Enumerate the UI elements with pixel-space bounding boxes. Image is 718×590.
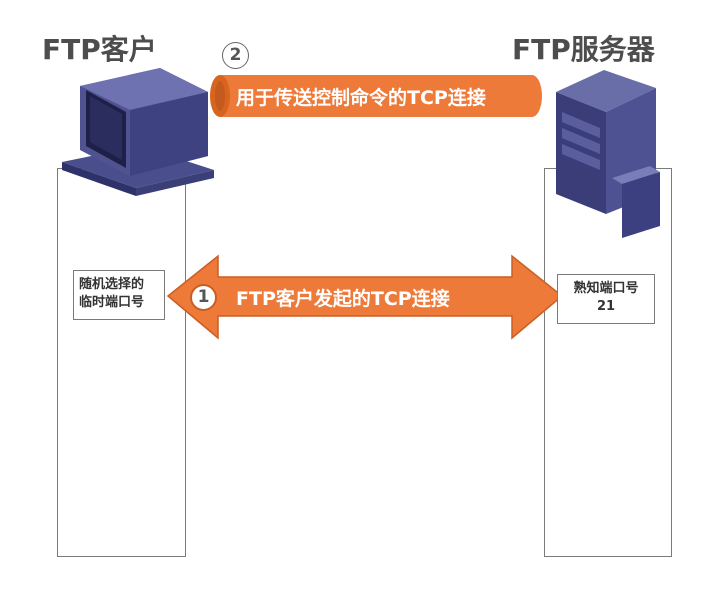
connection1-label: FTP客户发起的TCP连接 xyxy=(236,288,450,310)
client-port-box: 随机选择的 临时端口号 xyxy=(73,270,165,320)
server-icon xyxy=(556,70,660,238)
connection1-number-badge: 1 xyxy=(190,284,217,311)
server-column xyxy=(544,168,672,557)
client-column xyxy=(57,168,186,557)
connection2-label: 用于传送控制命令的TCP连接 xyxy=(236,87,486,109)
connection2-number-badge: 2 xyxy=(222,42,249,69)
server-port-box: 熟知端口号 21 xyxy=(557,274,655,324)
server-title: FTP服务器 xyxy=(512,33,655,66)
client-title: FTP客户 xyxy=(42,33,157,66)
server-port-line-2: 21 xyxy=(596,299,616,314)
connection2-pipe xyxy=(210,75,542,117)
computer-icon xyxy=(62,68,214,196)
server-port-line-1: 熟知端口号 xyxy=(573,281,639,296)
client-port-line-1: 随机选择的 xyxy=(79,277,145,292)
client-port-line-2: 临时端口号 xyxy=(79,295,145,310)
